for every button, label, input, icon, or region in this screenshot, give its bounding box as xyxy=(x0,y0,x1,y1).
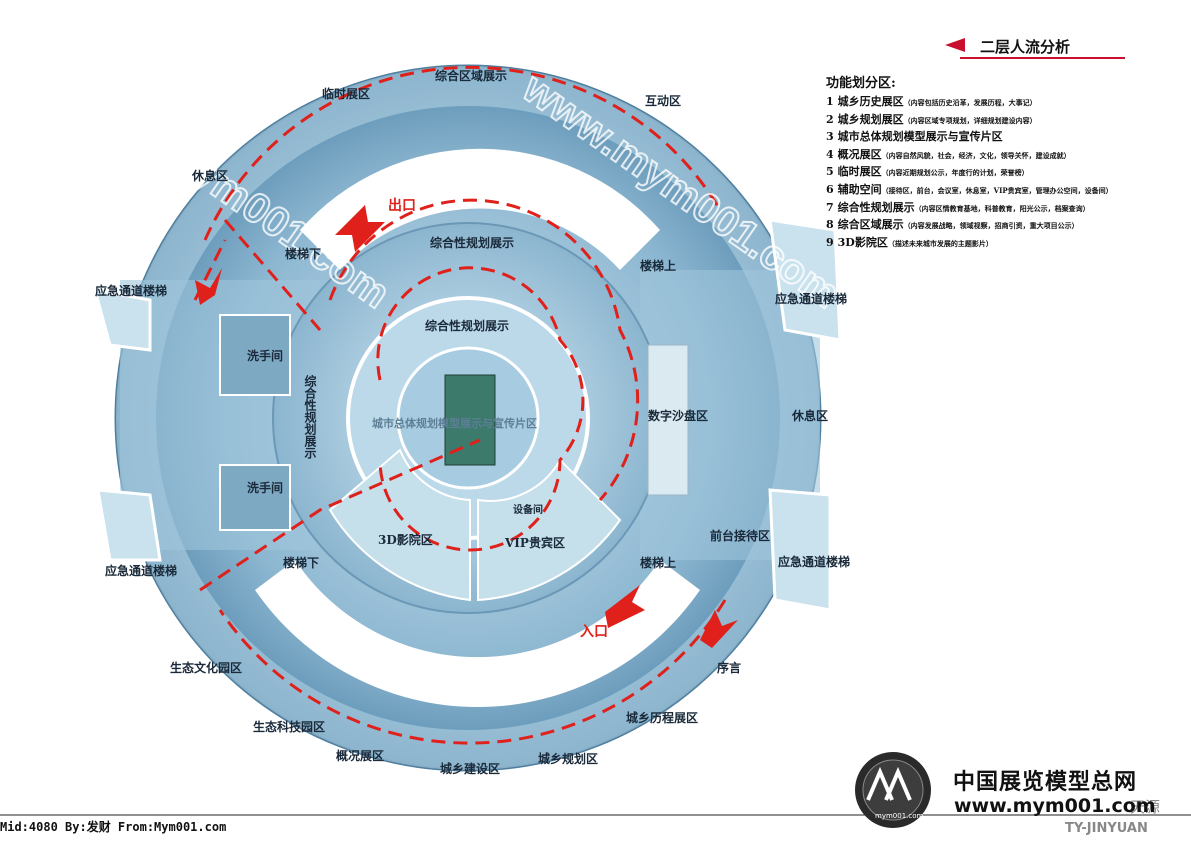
emergency-stair-right-top xyxy=(768,218,842,342)
emergency-stair-left-bottom xyxy=(96,488,162,562)
label-xiuxi-top: 休息区 xyxy=(191,168,228,183)
vip-sector xyxy=(477,458,622,602)
label-washroom-top: 洗手间 xyxy=(247,348,283,363)
label-cinema: 3D影院区 xyxy=(378,532,433,547)
legend-note: （内容区情教育基地，科普教育，阳光公示，档案查询） xyxy=(914,203,1090,213)
label-zonghe-quyu: 综合区域展示 xyxy=(435,68,507,83)
lower-void xyxy=(255,560,700,708)
label-ecology-culture: 生态文化园区 xyxy=(170,660,242,675)
flow-lines xyxy=(193,65,727,745)
arrow-right-down xyxy=(700,610,738,648)
label-zonghe-outer: 综合性规划展示 xyxy=(430,235,514,250)
legend-name: 城乡历史展区 xyxy=(837,95,904,108)
label-xiuxi-right: 休息区 xyxy=(791,408,828,423)
city-model xyxy=(444,374,496,466)
legend-num: 6 xyxy=(826,182,834,196)
legend-num: 4 xyxy=(826,147,834,161)
arrow-entrance xyxy=(605,585,645,628)
brand-logo-text: mym001.com xyxy=(875,812,923,820)
legend-note: （内容包括历史沿革，发展历程，大事记） xyxy=(903,98,1037,107)
arrow-left-down xyxy=(195,268,222,305)
legend-note: （内容区域专项规划，详细规划建设内容） xyxy=(903,115,1037,125)
label-stair-up-top: 楼梯上 xyxy=(640,258,676,273)
legend-num: 8 xyxy=(826,218,834,232)
emergency-stair-left-top xyxy=(92,288,152,352)
label-ecology-tech: 生态科技园区 xyxy=(253,719,325,734)
legend-num: 1 xyxy=(826,95,834,108)
page-title: 二层人流分析 xyxy=(980,38,1071,56)
legend-note: （描述未来城市发展的主题影片） xyxy=(887,238,993,248)
arrow-exit xyxy=(335,205,385,252)
label-emergency-right: 应急通道楼梯 xyxy=(775,291,847,306)
label-emergency-right-bottom: 应急通道楼梯 xyxy=(778,554,850,569)
washroom-block-top xyxy=(219,314,291,396)
legend-name: 概况展区 xyxy=(837,147,882,161)
label-exit: 出口 xyxy=(388,197,416,214)
cinema-sector xyxy=(328,448,471,602)
flow-arrows xyxy=(195,205,738,648)
legend-num: 3 xyxy=(826,130,834,144)
legend-num: 9 xyxy=(826,235,834,249)
label-linshi: 临时展区 xyxy=(322,86,370,101)
upper-void xyxy=(300,148,660,270)
label-digital-sandbox: 数字沙盘区 xyxy=(648,408,708,423)
label-history: 城乡历程展区 xyxy=(626,710,698,725)
header-marker xyxy=(945,38,965,52)
label-planning: 城乡规划区 xyxy=(538,751,598,766)
emergency-stair-right-bottom xyxy=(768,488,832,612)
legend-num: 7 xyxy=(826,200,834,214)
label-preface: 序言 xyxy=(717,660,741,675)
label-reception: 前台接待区 xyxy=(710,528,770,543)
legend-name: 辅助空间 xyxy=(837,182,882,196)
brand-sub: TY-JINYUAN xyxy=(1065,821,1148,836)
washroom-block-bottom xyxy=(219,464,291,531)
brand-logo: mym001.com xyxy=(855,752,931,828)
legend-name: 3D影院区 xyxy=(837,235,888,249)
label-vip: VIP贵宾区 xyxy=(504,535,565,550)
label-overview: 概况展区 xyxy=(336,748,384,763)
brand-sub2: 天源 xyxy=(1130,798,1160,816)
legend-note: （内容发展战略，领域视察，招商引资，重大项目公示） xyxy=(903,221,1079,231)
page-header: 二层人流分析 xyxy=(945,36,1125,58)
legend-num: 2 xyxy=(826,112,834,126)
footer-credit: Mid:4080 By:发财 From:Mym001.com xyxy=(0,820,227,834)
brand-name: 中国展览模型总网 xyxy=(953,770,1138,795)
label-equipment: 设备间 xyxy=(513,503,543,516)
label-zonghe-inner: 综合性规划展示 xyxy=(425,318,509,333)
brand-url[interactable]: www.mym001.com xyxy=(954,795,1156,817)
legend-name: 综合区域展示 xyxy=(837,218,904,232)
label-stair-up-bottom: 楼梯上 xyxy=(640,555,676,570)
label-emergency-left-bottom: 应急通道楼梯 xyxy=(105,563,177,578)
legend-note: （接待区，前台，会议室，休息室，VIP贵宾室，管理办公空间，设备间） xyxy=(881,185,1113,195)
legend-name: 城乡规划展区 xyxy=(837,112,904,126)
label-construction: 城乡建设区 xyxy=(440,761,500,776)
legend-name: 城市总体规划模型展示与宣传片区 xyxy=(837,130,1003,144)
label-city-model: 城市总体规划模型展示与宣传片区 xyxy=(372,416,537,430)
label-zonghe-vertical: 综合性规划展示 xyxy=(303,374,317,460)
legend-name: 临时展区 xyxy=(837,165,882,179)
legend-title: 功能划分区: xyxy=(826,76,896,91)
legend-note: （内容近期规划公示，年度行的计划，荣誉榜） xyxy=(881,168,1029,178)
legend-name: 综合性规划展示 xyxy=(837,200,915,214)
label-stair-down-top: 楼梯下 xyxy=(285,246,321,261)
label-entrance: 入口 xyxy=(580,624,608,640)
label-washroom-bottom: 洗手间 xyxy=(247,480,283,495)
label-hudong: 互动区 xyxy=(645,94,681,108)
legend-num: 5 xyxy=(826,165,834,179)
label-emergency-left: 应急通道楼梯 xyxy=(95,283,167,298)
digital-sandbox-block xyxy=(647,344,689,496)
legend-note: （内容自然风貌，社会，经济，文化，领导关怀，建设成就） xyxy=(881,150,1071,160)
label-stair-down-bottom: 楼梯下 xyxy=(283,555,319,570)
